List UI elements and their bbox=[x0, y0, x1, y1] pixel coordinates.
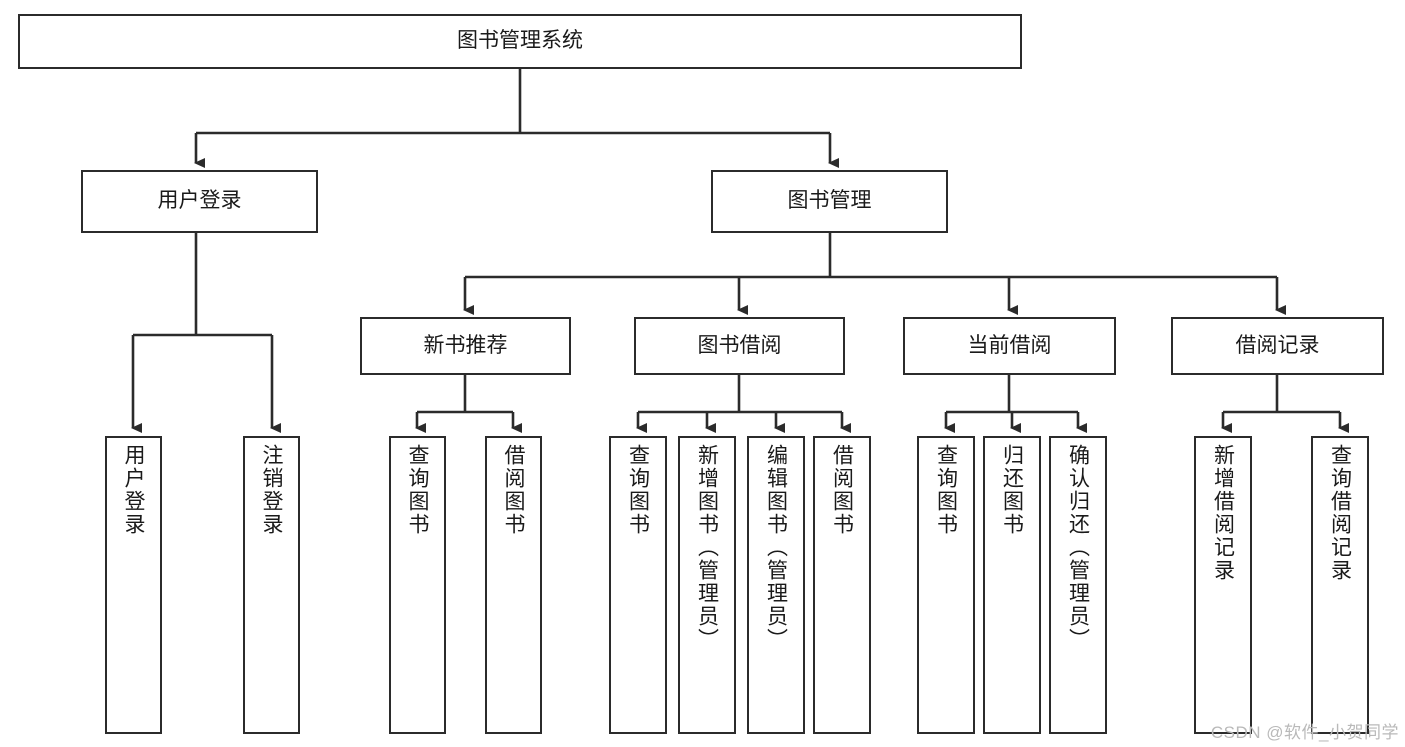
node-book-management[interactable]: 图书管理 bbox=[711, 170, 948, 233]
leaf-record-add-record[interactable]: 新增借阅记录 bbox=[1194, 436, 1252, 734]
node-current-borrow[interactable]: 当前借阅 bbox=[903, 317, 1116, 375]
node-label: 图书管理 bbox=[787, 189, 872, 213]
node-label: 用户登录 bbox=[157, 189, 242, 213]
leaf-user-login-signout[interactable]: 注销登录 bbox=[243, 436, 300, 734]
leaf-user-login-signin[interactable]: 用户登录 bbox=[105, 436, 162, 734]
node-label: 图书借阅 bbox=[697, 333, 782, 357]
node-label: 新增图书（管理员） bbox=[695, 444, 719, 651]
leaf-current-confirm-return-admin[interactable]: 确认归还（管理员） bbox=[1049, 436, 1107, 734]
node-label: 用户登录 bbox=[122, 444, 145, 536]
node-label: 新增借阅记录 bbox=[1211, 444, 1235, 582]
node-label: 归还图书 bbox=[1000, 444, 1024, 536]
leaf-new-book-borrow[interactable]: 借阅图书 bbox=[485, 436, 542, 734]
leaf-current-return-book[interactable]: 归还图书 bbox=[983, 436, 1041, 734]
node-label: 借阅图书 bbox=[830, 444, 854, 536]
leaf-borrow-borrow-book[interactable]: 借阅图书 bbox=[813, 436, 871, 734]
leaf-new-book-query[interactable]: 查询图书 bbox=[389, 436, 446, 734]
node-borrow-record[interactable]: 借阅记录 bbox=[1171, 317, 1384, 375]
leaf-current-query-book[interactable]: 查询图书 bbox=[917, 436, 975, 734]
node-label: 借阅记录 bbox=[1235, 333, 1320, 357]
node-label: 查询借阅记录 bbox=[1328, 444, 1352, 582]
node-new-book-recommend[interactable]: 新书推荐 bbox=[360, 317, 571, 375]
leaf-borrow-query-book[interactable]: 查询图书 bbox=[609, 436, 667, 734]
node-label: 查询图书 bbox=[934, 444, 958, 536]
watermark: CSDN @软件_小贺同学 bbox=[1210, 723, 1399, 742]
node-label: 注销登录 bbox=[260, 444, 283, 536]
node-label: 查询图书 bbox=[626, 444, 650, 536]
node-label: 确认归还（管理员） bbox=[1066, 444, 1090, 651]
node-root-system[interactable]: 图书管理系统 bbox=[18, 14, 1022, 69]
node-label: 查询图书 bbox=[406, 444, 429, 536]
node-label: 新书推荐 bbox=[423, 333, 508, 357]
node-label: 借阅图书 bbox=[502, 444, 525, 536]
node-label: 图书管理系统 bbox=[457, 29, 583, 53]
leaf-borrow-edit-book-admin[interactable]: 编辑图书（管理员） bbox=[747, 436, 805, 734]
node-user-login[interactable]: 用户登录 bbox=[81, 170, 318, 233]
leaf-record-query-record[interactable]: 查询借阅记录 bbox=[1311, 436, 1369, 734]
node-label: 编辑图书（管理员） bbox=[764, 444, 788, 651]
node-book-borrow[interactable]: 图书借阅 bbox=[634, 317, 845, 375]
leaf-borrow-add-book-admin[interactable]: 新增图书（管理员） bbox=[678, 436, 736, 734]
node-label: 当前借阅 bbox=[967, 333, 1052, 357]
